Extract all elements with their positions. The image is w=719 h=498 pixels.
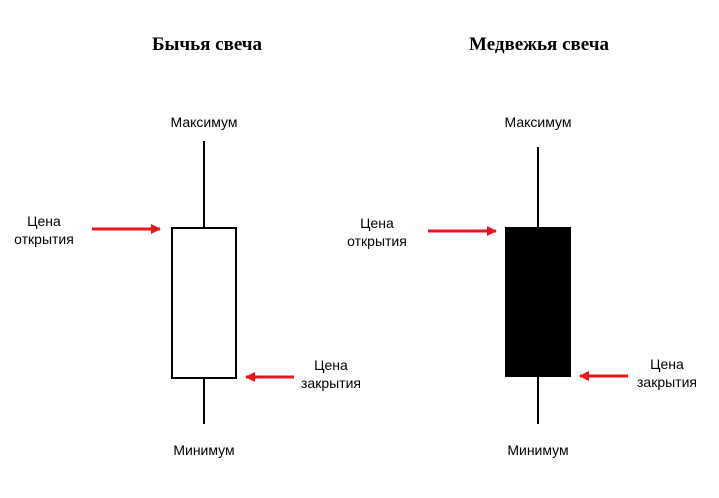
bear-close-label-line2: закрытия bbox=[637, 374, 697, 390]
bull-low-label: Минимум bbox=[173, 442, 234, 458]
bear-candle-group: Медвежья свеча Максимум Минимум Цена отк… bbox=[347, 34, 697, 458]
bull-candle-group: Бычья свеча Максимум Минимум Цена открыт… bbox=[14, 34, 361, 458]
bear-open-label-line2: открытия bbox=[347, 233, 407, 249]
bear-open-label-line1: Цена bbox=[360, 215, 394, 231]
bear-low-label: Минимум bbox=[507, 442, 568, 458]
bull-candle-body bbox=[171, 227, 237, 379]
bear-candle-body bbox=[505, 227, 571, 377]
bull-high-label: Максимум bbox=[171, 114, 238, 130]
bull-open-label-line2: открытия bbox=[14, 231, 74, 247]
bull-close-label-line2: закрытия bbox=[301, 375, 361, 391]
bear-title: Медвежья свеча bbox=[469, 34, 609, 55]
bull-close-label-line1: Цена bbox=[314, 357, 348, 373]
bull-open-label-line1: Цена bbox=[27, 213, 61, 229]
bear-high-label: Максимум bbox=[505, 114, 572, 130]
bull-title: Бычья свеча bbox=[152, 34, 263, 55]
bear-close-label-line1: Цена bbox=[650, 356, 684, 372]
